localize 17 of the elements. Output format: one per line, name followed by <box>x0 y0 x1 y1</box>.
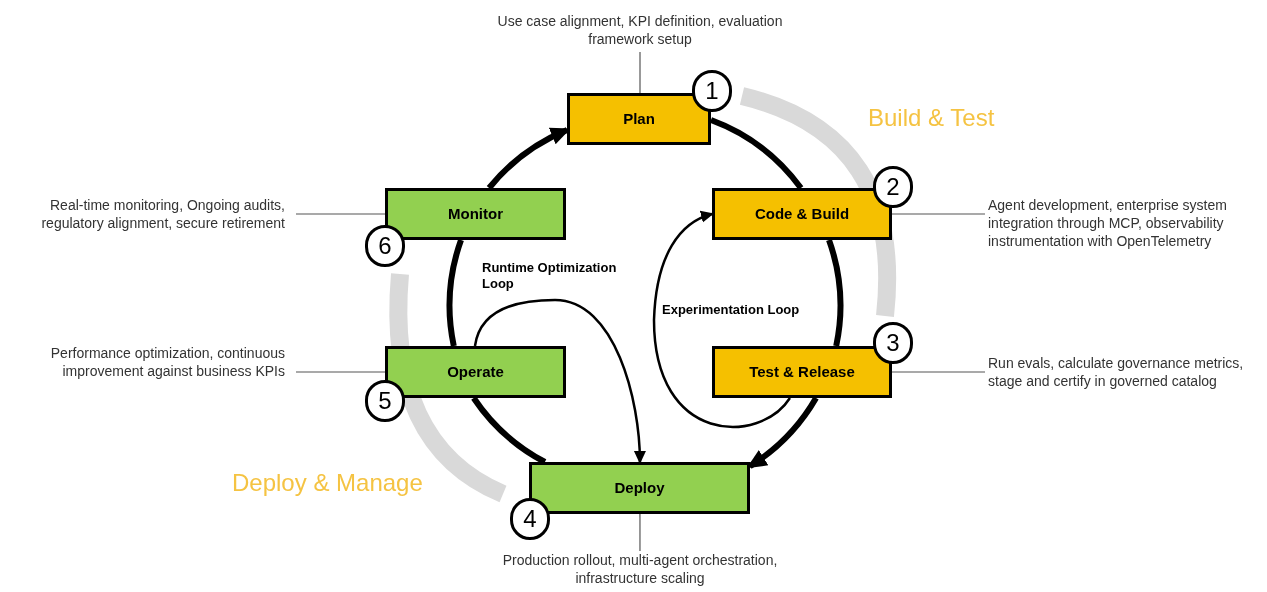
leader-line <box>295 371 386 373</box>
description-text: Run evals, calculate governance metrics, stage and certify in governed catalog <box>988 354 1266 394</box>
description-text: Use case alignment, KPI definition, evaluation framework setup <box>470 12 810 52</box>
description-text: Agent development, enterprise system integration through MCP, observability instrumentation with OpenTelemetry <box>988 196 1258 254</box>
leader-line <box>639 513 641 552</box>
loop-arrow <box>652 211 791 428</box>
leader-line <box>639 51 641 94</box>
description-text: Production rollout, multi-agent orchestration, infrastructure scaling <box>475 551 805 591</box>
leader-line <box>891 371 986 373</box>
description-text: Real-time monitoring, Ongoing audits, regulatory alignment, secure retirement <box>0 196 285 236</box>
leader-line <box>891 213 986 215</box>
leader-line <box>295 213 386 215</box>
phase-label: Build & Test <box>868 103 995 133</box>
phase-label: Deploy & Manage <box>232 468 423 498</box>
loop-arrow <box>473 298 646 464</box>
description-text: Performance optimization, continuous improvement against business KPIs <box>0 344 285 384</box>
edge-label: Experimentation Loop <box>662 302 800 318</box>
